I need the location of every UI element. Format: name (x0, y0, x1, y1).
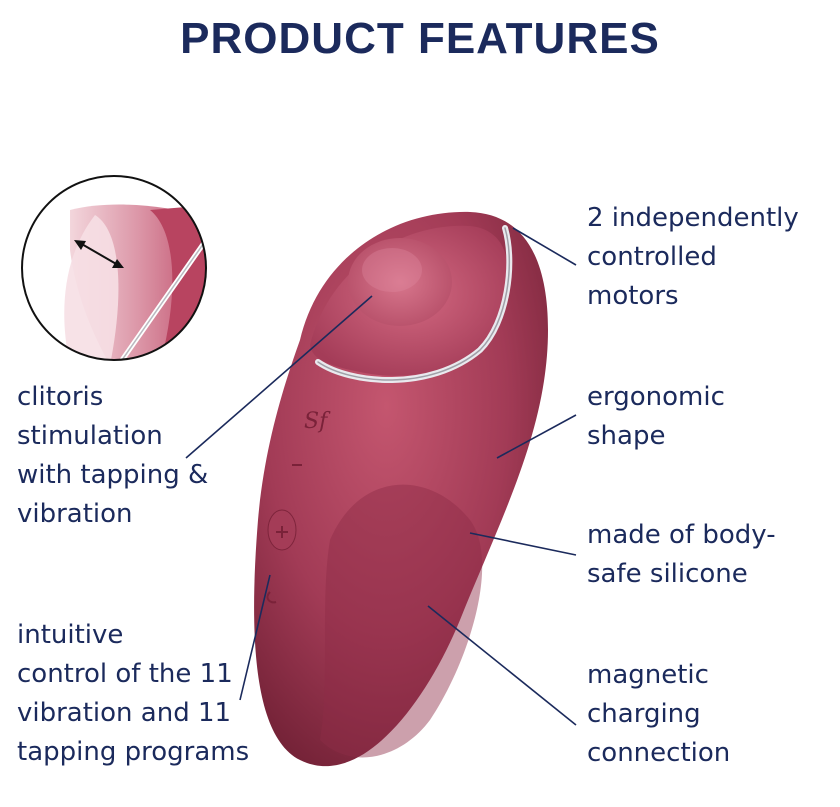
feature-control-line: tapping programs (17, 737, 250, 767)
mode-wave-icon (266, 591, 277, 604)
leader-control (239, 574, 271, 701)
feature-clitoris: clitoris stimulation with tapping & vibr… (17, 378, 208, 534)
feature-control-line: intuitive (17, 620, 124, 650)
feature-motors-line: 2 independently (587, 203, 799, 233)
leader-ergonomic (496, 414, 577, 459)
leader-motors (512, 227, 577, 266)
feature-control-line: control of the 11 (17, 659, 233, 689)
feature-magnetic-line: magnetic (587, 660, 709, 690)
svg-text:Sf: Sf (304, 409, 331, 434)
feature-clitoris-line: vibration (17, 499, 133, 529)
leader-lines (185, 227, 577, 726)
leader-magnetic (427, 605, 577, 726)
leader-silicone (469, 532, 577, 556)
feature-motors-line: controlled (587, 242, 717, 272)
feature-magnetic-line: connection (587, 738, 731, 768)
leader-clitoris (185, 295, 373, 459)
zoom-detail-circle (21, 175, 207, 361)
feature-magnetic-line: charging (587, 699, 701, 729)
feature-clitoris-line: clitoris (17, 382, 104, 412)
double-arrow-icon (74, 240, 124, 268)
brand-logo-icon: Sf (304, 409, 331, 434)
page-title: PRODUCT FEATURES (180, 14, 660, 63)
feature-clitoris-line: stimulation (17, 421, 163, 451)
plus-icon (276, 526, 288, 538)
feature-silicone-line: made of body- (587, 520, 776, 550)
feature-ergonomic: ergonomic shape (587, 378, 725, 456)
product-body (254, 211, 548, 767)
feature-ergonomic-line: shape (587, 421, 666, 451)
plus-button[interactable] (267, 509, 297, 551)
feature-ergonomic-line: ergonomic (587, 382, 725, 412)
feature-magnetic: magnetic charging connection (587, 656, 730, 773)
feature-control: intuitive control of the 11 vibration an… (17, 616, 249, 772)
feature-control-line: vibration and 11 (17, 698, 232, 728)
feature-silicone: made of body- safe silicone (587, 516, 776, 594)
feature-silicone-line: safe silicone (587, 559, 748, 589)
feature-motors-line: motors (587, 281, 679, 311)
feature-motors: 2 independently controlled motors (587, 199, 799, 316)
feature-clitoris-line: with tapping & (17, 460, 209, 490)
